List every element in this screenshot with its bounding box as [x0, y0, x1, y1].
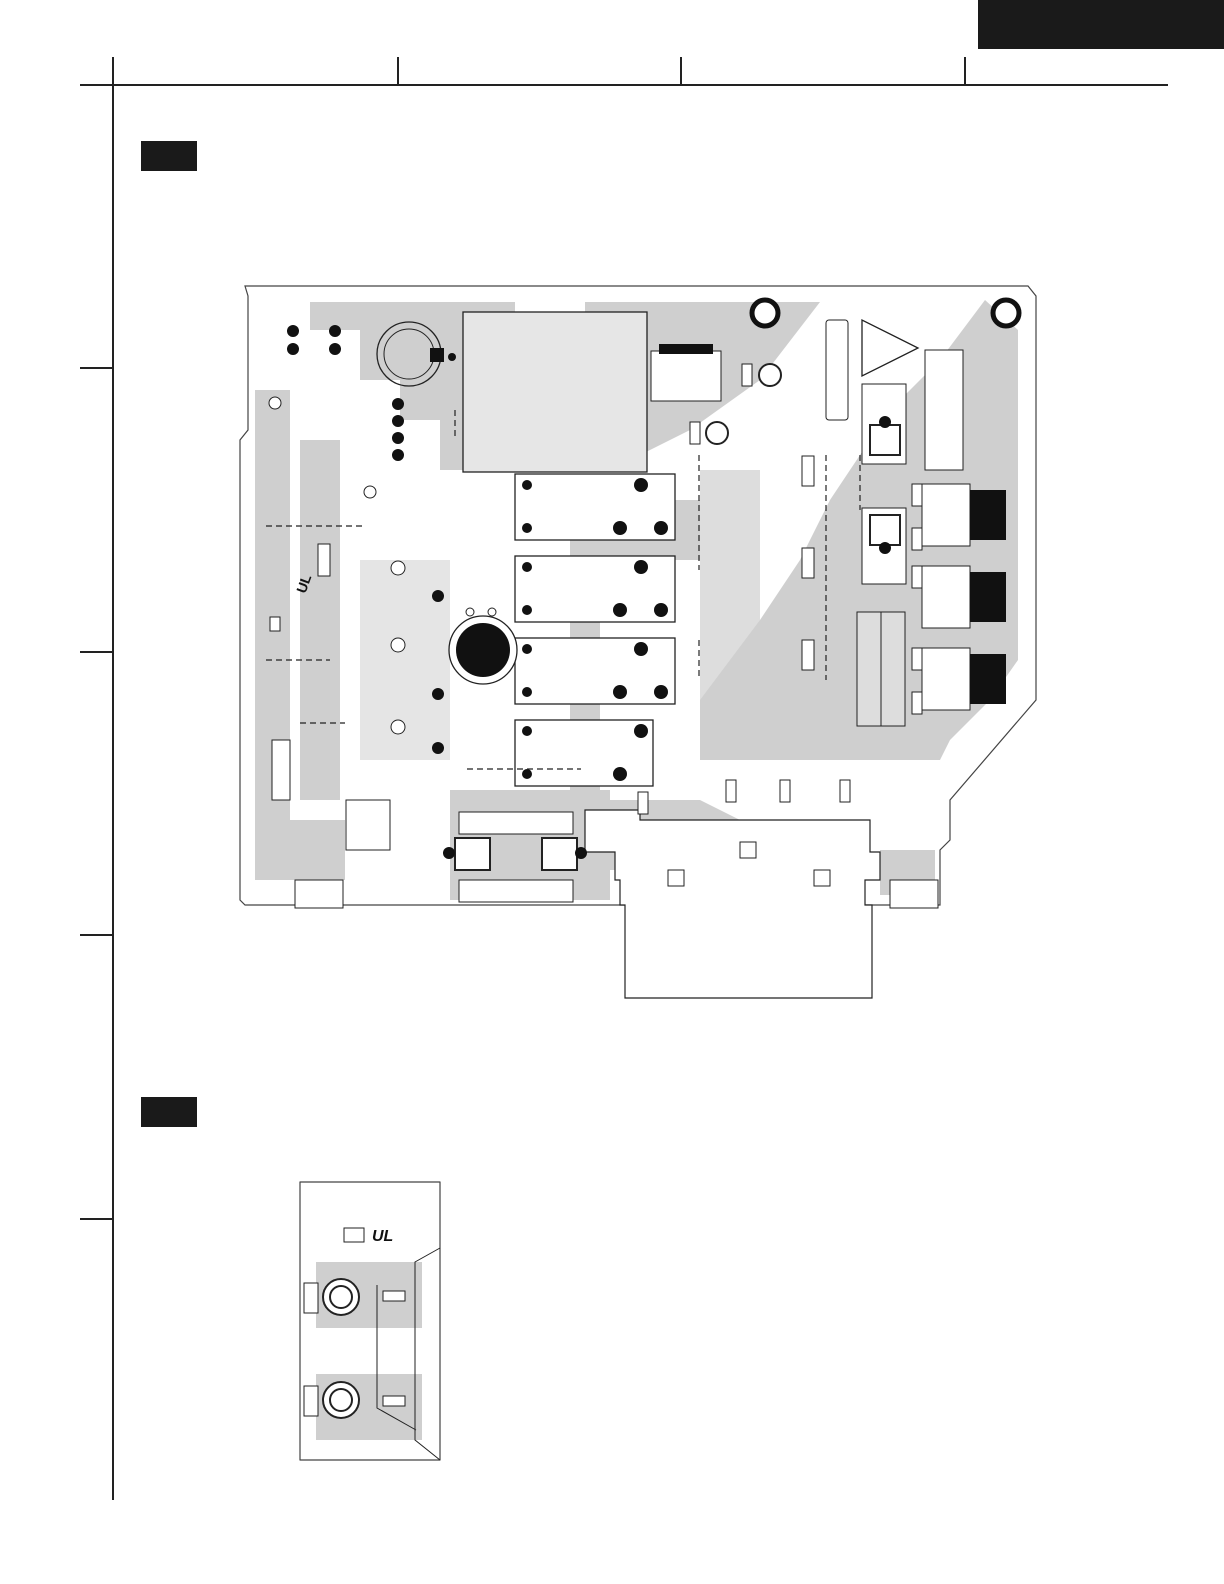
ul-mark-jack: UL [372, 1228, 393, 1245]
